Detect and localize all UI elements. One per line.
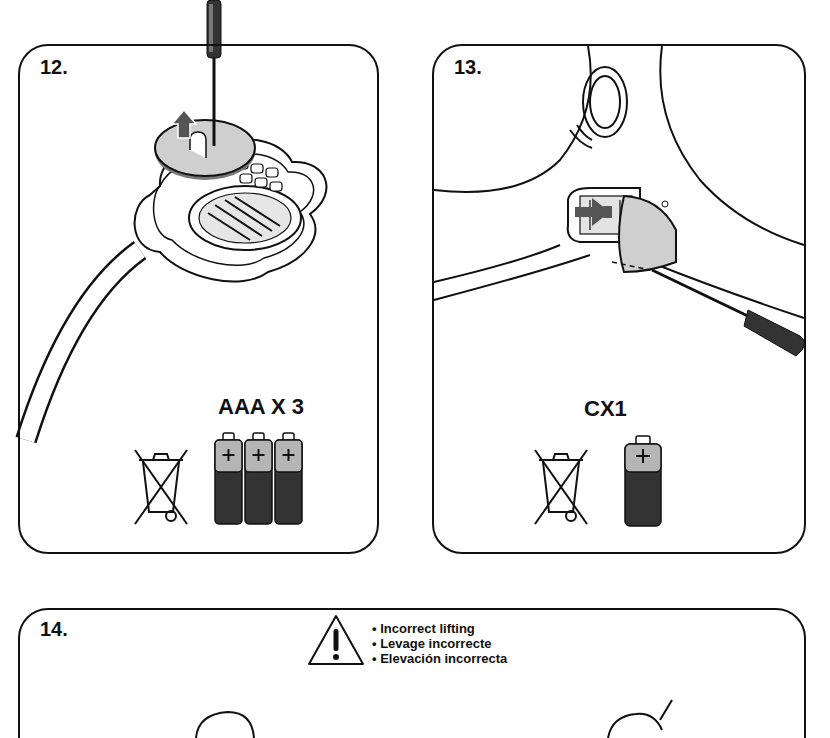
crossed-bin (535, 450, 587, 524)
plus-sign (223, 449, 295, 461)
screwdriver (207, 0, 221, 146)
lamp (583, 67, 627, 137)
push-arrow (592, 198, 610, 226)
screwdriver (207, 0, 221, 58)
remote-housing (235, 197, 280, 226)
screwdriver (652, 270, 805, 356)
push-arrow (575, 198, 612, 226)
lift-arrow (172, 110, 196, 138)
remote-housing (251, 164, 263, 173)
remote-cable (26, 250, 140, 440)
warning-panel: 14. • Incorrect lifting• Levage incorrect… (18, 608, 806, 738)
aaa-battery (215, 440, 242, 472)
remote-housing (208, 213, 250, 240)
c-battery (625, 444, 661, 526)
compartment-cover (662, 201, 668, 207)
figure-outline (196, 712, 254, 738)
push-arrow (575, 207, 593, 217)
battery-type: CX1 (584, 396, 627, 421)
aaa-battery (215, 433, 302, 524)
remote-housing (270, 182, 282, 191)
figure-outline (608, 714, 662, 738)
remote-housing (266, 168, 278, 177)
lamp (577, 125, 592, 140)
compartment-cover (619, 196, 676, 272)
lamp (570, 67, 627, 148)
remote-cable (26, 250, 140, 440)
warning-text: • Incorrect lifting (372, 622, 475, 637)
crossed-bin (166, 511, 176, 521)
crossed-bin (135, 450, 187, 524)
aaa-battery (215, 440, 242, 524)
crossed-bin (135, 450, 187, 524)
remote-housing (240, 174, 252, 183)
screwdriver (213, 58, 216, 146)
figure-outline (660, 700, 672, 720)
step-panel: 12. AAA X 3 (18, 44, 379, 554)
battery-cover (190, 132, 206, 158)
plus-sign (223, 454, 235, 456)
guide-line (612, 262, 650, 270)
warning-text: • Levage incorrecte (372, 637, 491, 652)
step-number: 14. (40, 618, 68, 641)
aaa-battery (245, 440, 272, 524)
crossed-bin (539, 459, 583, 461)
aaa-battery (245, 440, 272, 472)
plus-sign (636, 449, 650, 463)
guide-line (612, 262, 650, 270)
remote-housing (255, 178, 267, 187)
screwdriver (744, 310, 805, 356)
aaa-battery (275, 440, 302, 524)
lamp (570, 130, 592, 148)
step-number: 12. (40, 56, 68, 79)
plus-sign (253, 454, 265, 456)
crossed-bin (153, 454, 169, 460)
lamp (590, 76, 620, 128)
crossed-bin (553, 454, 569, 460)
crossed-bin (535, 450, 587, 524)
base-housing (434, 46, 804, 318)
warning-text: • Elevación incorrecta (372, 652, 507, 667)
aaa-battery (275, 440, 302, 472)
remote-housing (208, 197, 280, 240)
warning-sign (334, 629, 339, 651)
c-battery (625, 436, 661, 526)
warning-sign (309, 616, 363, 664)
screwdriver (652, 270, 752, 318)
compartment-cover (619, 196, 676, 272)
base-housing (434, 46, 591, 192)
remote-housing (189, 186, 301, 250)
warning-sign (333, 654, 339, 660)
lift-arrow (172, 110, 196, 138)
battery-cover (155, 120, 255, 180)
c-battery (625, 444, 661, 472)
base-housing (650, 262, 804, 318)
plus-sign (636, 455, 650, 457)
base-housing (660, 46, 804, 245)
base-housing (434, 245, 560, 282)
crossed-bin (566, 511, 576, 521)
plus-sign (283, 454, 295, 456)
crossed-bin (135, 450, 187, 524)
step-panel: 13. CX1 (432, 44, 806, 554)
remote-housing (199, 193, 291, 243)
figure-outline (196, 700, 672, 738)
step-number: 13. (454, 56, 482, 79)
battery-cover (155, 120, 255, 176)
battery-type: AAA X 3 (218, 394, 304, 419)
remote-cable (26, 250, 140, 440)
crossed-bin (139, 459, 183, 461)
crossed-bin (535, 450, 587, 524)
warning-sign (309, 616, 363, 664)
